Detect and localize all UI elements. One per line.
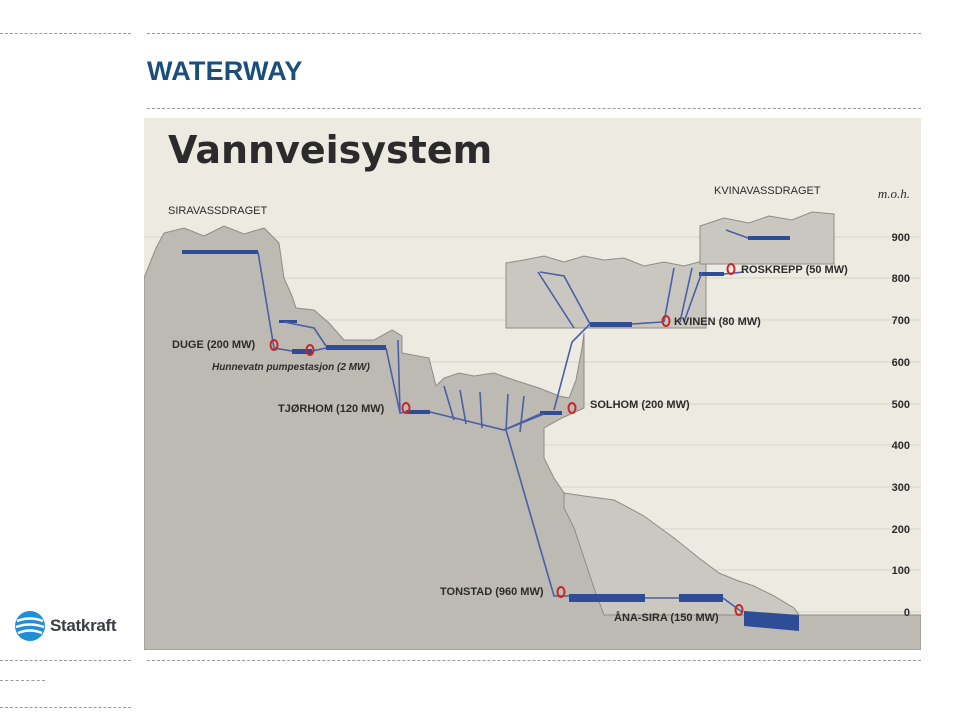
station-markers [269,263,744,616]
statkraft-logo: Statkraft [14,610,117,642]
axis-tick: 700 [892,315,910,327]
axis-ticks: 900 800 700 600 500 400 300 200 100 0 [892,232,910,619]
station-kvinen-marker [661,315,671,327]
slide-title: WATERWAY [147,56,303,86]
station-label-kvinen: KVINEN (80 MW) [674,316,761,328]
station-label-tjorhom: TJØRHOM (120 MW) [278,403,385,415]
station-label-ana-sira: ÅNA-SIRA (150 MW) [614,611,719,624]
diagram-heading: Vannveisystem [168,128,492,172]
station-label-solhom: SOLHOM (200 MW) [590,399,690,411]
station-tjorhom-marker [401,402,411,414]
axis-tick: 100 [892,565,910,577]
axis-tick: 900 [892,232,910,244]
axis-tick: 0 [904,607,910,619]
statkraft-globe-icon [15,611,45,641]
region-left-label: SIRAVASSDRAGET [168,205,268,217]
axis-tick: 200 [892,524,910,536]
station-label-roskrepp: ROSKREPP (50 MW) [741,264,848,276]
axis-unit-label: m.o.h. [878,186,910,201]
divider-top-right [147,33,921,34]
statkraft-wordmark: Statkraft [50,616,117,635]
terrain-lower-hills [563,492,800,616]
divider-top-left [0,33,131,34]
region-right-label: KVINAVASSDRAGET [714,185,821,197]
axis-tick: 800 [892,273,910,285]
station-label-hunnevatn: Hunnevatn pumpestasjon (2 MW) [212,362,370,373]
divider-bottom-short [0,680,45,681]
station-labels: DUGE (200 MW) Hunnevatn pumpestasjon (2 … [172,264,848,624]
axis-tick: 400 [892,440,910,452]
axis-tick: 600 [892,357,910,369]
divider-bottom-left [0,660,131,661]
station-hunnevatn-marker [305,344,315,356]
station-tonstad-marker [556,586,566,598]
station-solhom-marker [567,402,577,414]
station-duge-marker [269,339,279,351]
divider-bottom-lower [0,707,131,708]
axis-tick: 500 [892,399,910,411]
divider-title-bottom [147,108,921,109]
station-ana-sira-marker [734,604,744,616]
station-label-tonstad: TONSTAD (960 MW) [440,586,544,598]
station-roskrepp-marker [726,263,736,275]
waterway-diagram: Vannveisystem SIRAVASSDRAGET KVINAVASSDR… [144,118,921,650]
axis-tick: 300 [892,482,910,494]
station-label-duge: DUGE (200 MW) [172,339,255,351]
reservoirs [182,236,799,631]
divider-bottom-right [147,660,921,661]
